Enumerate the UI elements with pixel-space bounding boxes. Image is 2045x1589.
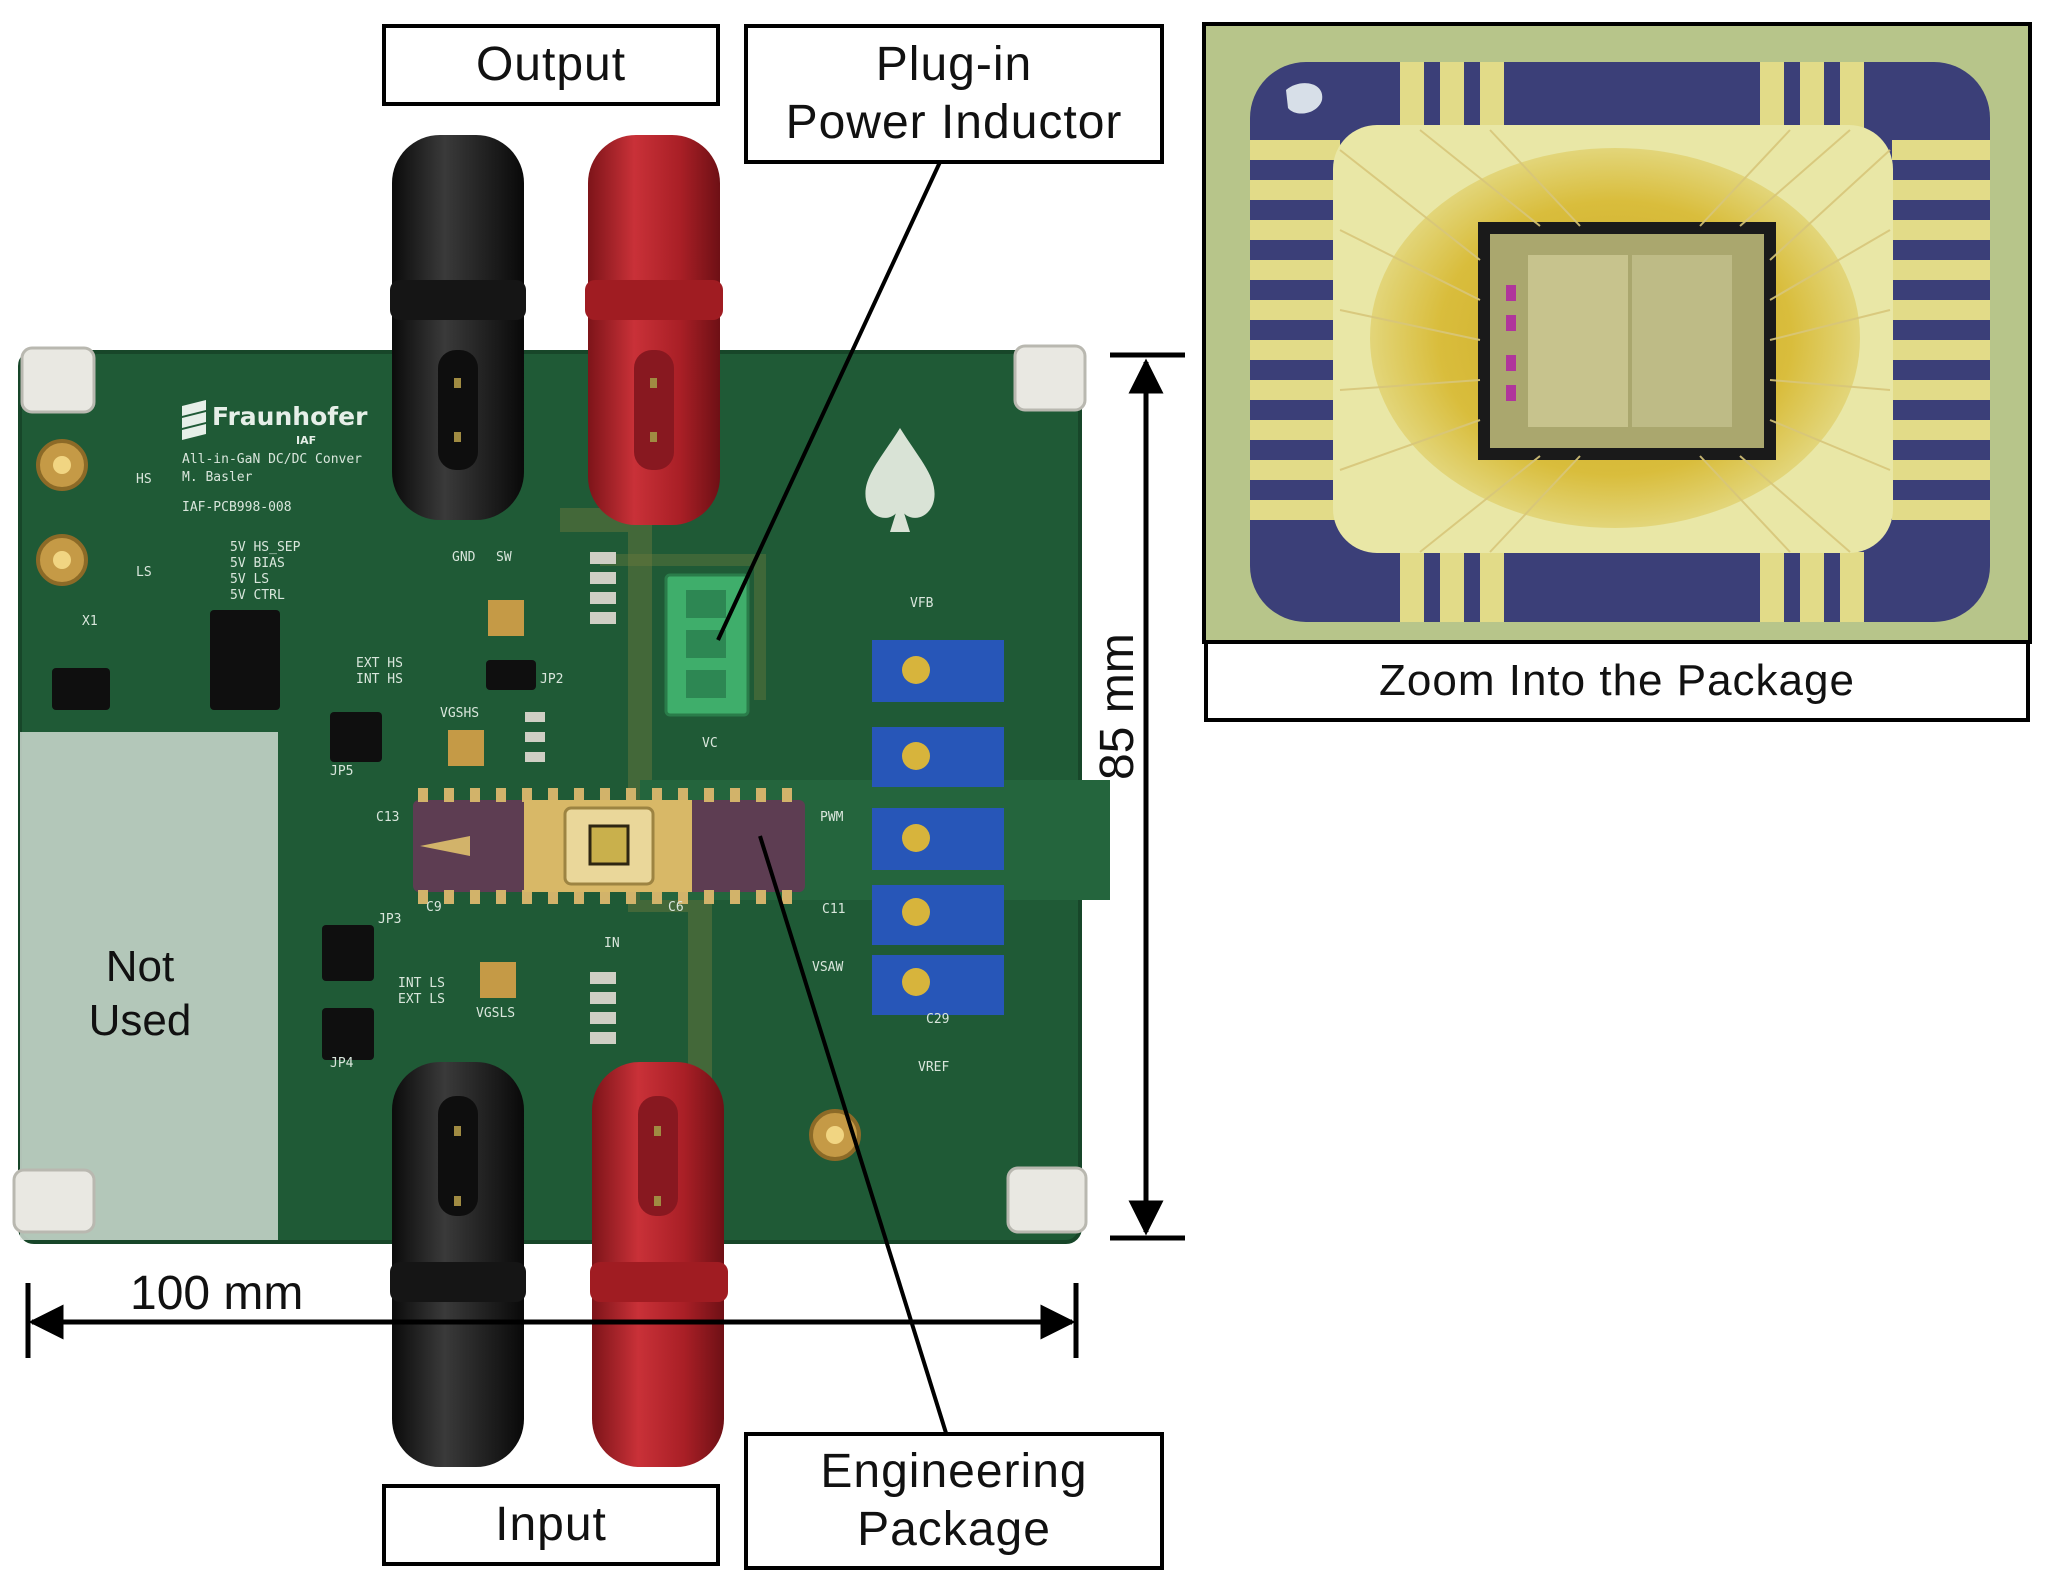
pcb-label-5v-ls: 5V LS xyxy=(230,572,270,587)
pcb-title-line-2: M. Basler xyxy=(182,470,253,485)
pcb-label-c6: C6 xyxy=(668,900,684,915)
pcb-label-int-ls: INT LS xyxy=(398,976,445,991)
pcb-label-x1: X1 xyxy=(82,614,98,629)
pcb-label-5v-bias: 5V BIAS xyxy=(230,556,285,571)
jumper-blocks xyxy=(52,610,536,1060)
brand-sub-text: IAF xyxy=(296,434,317,447)
pcb-label-jp2: JP2 xyxy=(540,672,564,687)
inductor-callout: Plug-in Power Inductor xyxy=(744,24,1164,164)
smd-parts xyxy=(525,552,616,1044)
spade-logo-icon xyxy=(865,428,935,532)
output-label: Output xyxy=(475,38,627,91)
pcb-label-c11: C11 xyxy=(822,902,846,917)
pcb-label-sw: SW xyxy=(496,550,512,565)
sma-connector-icon xyxy=(36,439,861,1161)
engineering-package xyxy=(413,788,805,904)
pcb-label-gnd: GND xyxy=(452,550,476,565)
package-callout: Engineering Package xyxy=(744,1432,1164,1570)
pcb-label-ext-ls: EXT LS xyxy=(398,992,445,1007)
input-callout: Input xyxy=(382,1484,720,1566)
pcb-label-hs: HS xyxy=(136,472,152,487)
package-leader-line xyxy=(758,835,948,1434)
input-jack-black xyxy=(390,1062,526,1467)
pcb-label-vc: VC xyxy=(702,736,718,751)
pcb-label-c29: C29 xyxy=(926,1012,950,1027)
fraunhofer-logo-icon xyxy=(182,400,206,440)
output-jack-red xyxy=(585,135,723,525)
package-zoom-photo xyxy=(1204,24,2030,642)
zoom-label: Zoom Into the Package xyxy=(1379,656,1855,705)
pcb-label-5v-ctrl: 5V CTRL xyxy=(230,588,285,603)
not-used-label: Not Used xyxy=(88,942,192,1045)
pcb-title-line-1: All-in-GaN DC/DC Conver xyxy=(182,452,363,467)
standoff-icon xyxy=(12,344,1088,1234)
height-dimension-label: 85 mm xyxy=(1091,633,1144,780)
pcb-label-ls: LS xyxy=(136,565,152,580)
pcb-part-number: IAF-PCB998-008 xyxy=(182,500,292,515)
pcb-label-jp4: JP4 xyxy=(330,1056,354,1071)
pcb-label-jp5: JP5 xyxy=(330,764,354,779)
package-label: Engineering Package xyxy=(820,1445,1088,1556)
pcb-label-jp3: JP3 xyxy=(378,912,402,927)
pcb-label-c9: C9 xyxy=(426,900,442,915)
pcb-label-ext-hs: EXT HS xyxy=(356,656,403,671)
width-dimension-label: 100 mm xyxy=(130,1267,304,1320)
inductor-leader-line xyxy=(716,161,942,641)
output-callout: Output xyxy=(382,24,720,106)
pcb-label-vfb: VFB xyxy=(910,596,934,611)
inductor-label: Plug-in Power Inductor xyxy=(785,38,1123,149)
input-label: Input xyxy=(495,1498,607,1551)
zoom-callout: Zoom Into the Package xyxy=(1204,640,2030,722)
pcb-label-vsaw: VSAW xyxy=(812,960,844,975)
pcb-label-pwm: PWM xyxy=(820,810,844,825)
inductor-terminal xyxy=(664,573,750,717)
input-jack-red xyxy=(590,1062,728,1467)
pcb-label-int-hs: INT HS xyxy=(356,672,403,687)
brand-logo-text: Fraunhofer xyxy=(212,402,368,431)
pcb-label-in: IN xyxy=(604,936,620,951)
pcb-label-vref: VREF xyxy=(918,1060,950,1075)
pcb-label-5v-hs-sep: 5V HS_SEP xyxy=(230,540,301,555)
not-used-overlay xyxy=(20,732,278,1240)
potentiometers xyxy=(872,640,1004,1015)
pcb-label-c13: C13 xyxy=(376,810,400,825)
pcb-label-vgsls: VGSLS xyxy=(476,1006,516,1021)
output-jack-black xyxy=(390,135,526,520)
pcb-label-vgshs: VGSHS xyxy=(440,706,480,721)
